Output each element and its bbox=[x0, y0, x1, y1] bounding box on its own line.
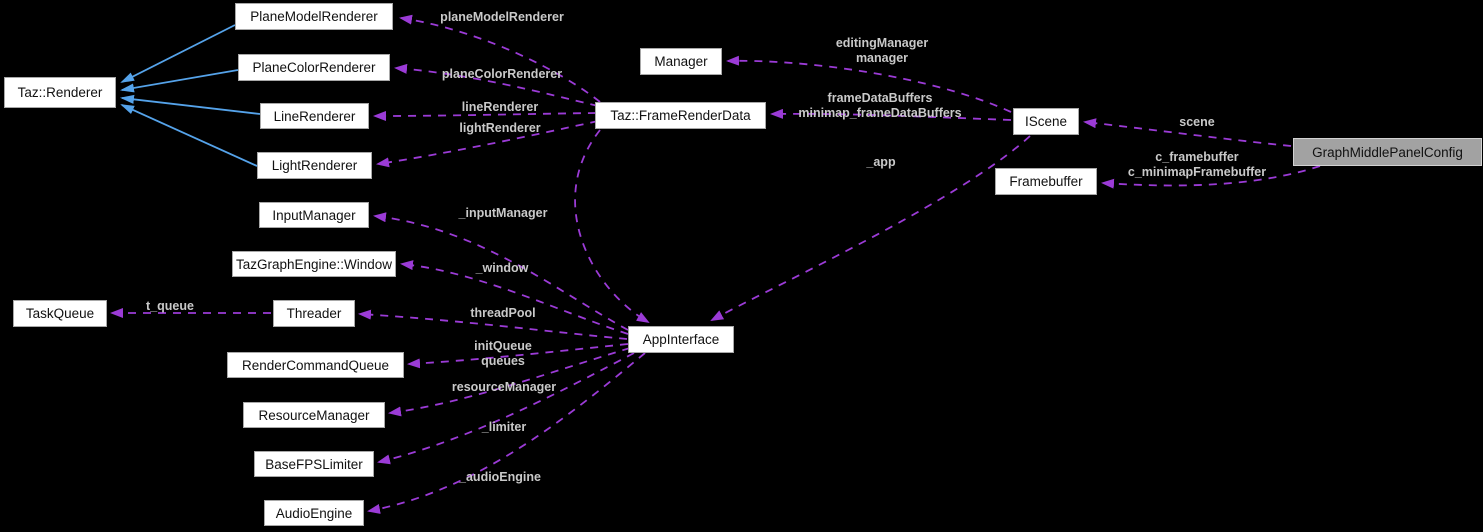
class-node-tazrenderer[interactable]: Taz::Renderer bbox=[4, 77, 116, 108]
class-node-rendercommandqueue[interactable]: RenderCommandQueue bbox=[227, 352, 404, 378]
class-node-linerenderer[interactable]: LineRenderer bbox=[260, 103, 369, 129]
class-node-inputmanager[interactable]: InputManager bbox=[259, 202, 369, 228]
edge-framerenderdata-appinterface bbox=[574, 129, 650, 324]
class-node-threader[interactable]: Threader bbox=[273, 300, 355, 327]
edge-label-resourcemanager: resourceManager bbox=[451, 380, 557, 394]
edge-label-linerenderer: lineRenderer bbox=[461, 100, 539, 114]
class-node-planecolorrenderer[interactable]: PlaneColorRenderer bbox=[238, 54, 390, 81]
edge-lightrenderer-tazrenderer bbox=[120, 104, 258, 167]
class-label: TazGraphEngine::Window bbox=[235, 256, 393, 272]
class-label: TaskQueue bbox=[25, 306, 95, 321]
class-node-lightrenderer[interactable]: LightRenderer bbox=[257, 152, 372, 179]
edge-framerenderdata-planecolorrenderer bbox=[394, 63, 599, 107]
edge-label-threadpool: threadPool bbox=[470, 306, 536, 320]
edge-label-planemodelrenderer: planeModelRenderer bbox=[440, 10, 564, 24]
edge-planecolorrenderer-tazrenderer bbox=[120, 69, 239, 93]
class-label: InputManager bbox=[272, 207, 356, 223]
edge-iscene-manager bbox=[726, 55, 1012, 113]
edge-appinterface-resourcemanager bbox=[388, 347, 631, 417]
edge-planemodelrenderer-tazrenderer bbox=[120, 24, 236, 83]
class-label: PlaneModelRenderer bbox=[250, 9, 378, 24]
edge-appinterface-inputmanager bbox=[373, 212, 629, 331]
class-node-manager[interactable]: Manager bbox=[640, 48, 722, 75]
class-label: Threader bbox=[286, 306, 342, 321]
class-label: AudioEngine bbox=[275, 505, 353, 521]
class-label: AppInterface bbox=[642, 332, 720, 347]
edge-graphmiddlepanelconfig-iscene bbox=[1083, 118, 1292, 147]
class-label: RenderCommandQueue bbox=[241, 357, 390, 373]
edge-label-c-framebuffer: c_framebuffer c_minimapFramebuffer bbox=[1127, 150, 1267, 179]
class-node-taskqueue[interactable]: TaskQueue bbox=[13, 300, 107, 327]
edge-label-t-queue: t_queue bbox=[146, 299, 194, 313]
edge-label-editingmanager-manager: editingManager manager bbox=[835, 36, 929, 65]
edge-label-inputmanager: _inputManager bbox=[458, 206, 548, 220]
class-label: Framebuffer bbox=[1009, 174, 1083, 189]
edge-iscene-appinterface bbox=[710, 135, 1031, 321]
edge-appinterface-rendercommandqueue bbox=[407, 343, 629, 369]
class-label: ResourceManager bbox=[258, 407, 370, 423]
class-node-basefpslimiter[interactable]: BaseFPSLimiter bbox=[254, 451, 374, 477]
class-node-tazgraphengine-window[interactable]: TazGraphEngine::Window bbox=[232, 251, 396, 277]
class-node-resourcemanager[interactable]: ResourceManager bbox=[243, 402, 385, 428]
edge-framerenderdata-linerenderer bbox=[373, 110, 597, 121]
edge-label-app: _app bbox=[866, 155, 896, 169]
class-label: GraphMiddlePanelConfig bbox=[1312, 144, 1463, 160]
class-node-framerenderdata[interactable]: Taz::FrameRenderData bbox=[595, 102, 766, 129]
class-node-audioengine[interactable]: AudioEngine bbox=[264, 500, 364, 526]
edge-label-scene: scene bbox=[1179, 115, 1215, 129]
class-node-framebuffer[interactable]: Framebuffer bbox=[995, 168, 1097, 195]
class-node-graphmiddlepanelconfig-current: GraphMiddlePanelConfig bbox=[1293, 138, 1482, 166]
edge-label-initqueue-queues: initQueue queues bbox=[474, 339, 532, 368]
edge-label-planecolorrenderer: planeColorRenderer bbox=[441, 67, 563, 81]
edge-label-window: _window bbox=[475, 261, 529, 275]
edge-label-lightrenderer: lightRenderer bbox=[459, 121, 541, 135]
class-node-iscene[interactable]: IScene bbox=[1013, 108, 1079, 135]
edge-appinterface-audioengine bbox=[367, 352, 646, 514]
edge-appinterface-threader bbox=[358, 309, 628, 340]
edge-linerenderer-tazrenderer bbox=[120, 94, 261, 115]
edge-graphmiddlepanelconfig-framebuffer bbox=[1101, 165, 1321, 189]
class-label: Taz::FrameRenderData bbox=[610, 108, 751, 123]
edge-label-audioengine: _audioEngine bbox=[459, 470, 541, 484]
class-node-planemodelrenderer[interactable]: PlaneModelRenderer bbox=[235, 3, 393, 30]
edge-framerenderdata-planemodelrenderer bbox=[399, 14, 601, 103]
class-label: IScene bbox=[1024, 114, 1068, 129]
class-label: LightRenderer bbox=[271, 158, 358, 173]
class-label: PlaneColorRenderer bbox=[252, 60, 376, 75]
class-label: LineRenderer bbox=[273, 108, 356, 124]
class-node-appinterface[interactable]: AppInterface bbox=[628, 326, 734, 353]
edge-label-framedatabuffers: frameDataBuffers minimap_frameDataBuffer… bbox=[798, 91, 962, 120]
edge-iscene-framerenderdata bbox=[770, 108, 1012, 121]
edge-label-limiter: _limiter bbox=[481, 420, 527, 434]
edge-appinterface-basefpslimiter bbox=[377, 352, 635, 465]
class-label: Taz::Renderer bbox=[17, 85, 103, 100]
class-label: Manager bbox=[654, 54, 708, 69]
edge-framerenderdata-lightrenderer bbox=[376, 120, 599, 168]
class-label: BaseFPSLimiter bbox=[265, 456, 363, 472]
